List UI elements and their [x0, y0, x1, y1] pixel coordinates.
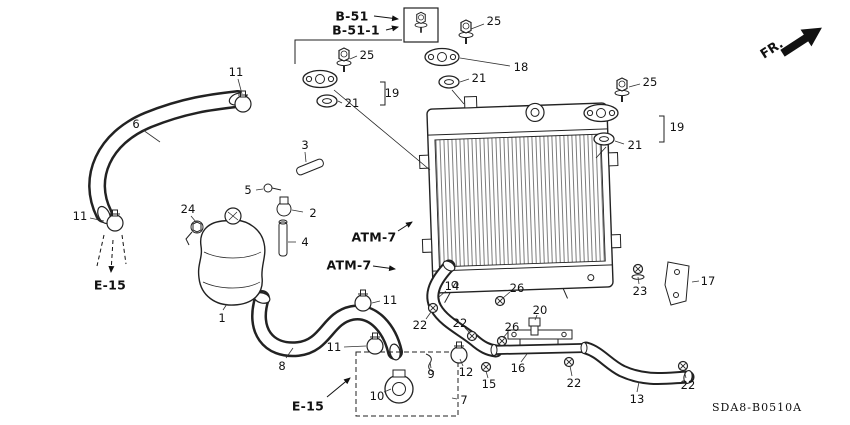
overflow-tube: [278, 219, 288, 257]
fr-arrow-icon: [780, 27, 822, 57]
leader-line: [285, 347, 294, 359]
leader-line: [142, 129, 161, 143]
leader-line: [371, 300, 381, 304]
leader-line: [337, 100, 343, 104]
mount-plate-icon: [302, 69, 338, 89]
flange-bolt-icon: [458, 19, 474, 45]
hose-clamp-icon: [450, 341, 468, 364]
flange-bolt-icon: [336, 47, 352, 73]
grommet-icon: [438, 75, 460, 89]
leader-line: [459, 358, 464, 367]
leader-line: [459, 57, 511, 67]
mount-plate-icon: [583, 103, 619, 123]
thermostat-icon: [384, 369, 414, 404]
leader-line: [683, 369, 687, 379]
leader-line: [485, 370, 489, 379]
outlet-hose: [579, 341, 695, 386]
leader-line: [438, 290, 447, 298]
leader-line: [569, 365, 573, 377]
grommet-icon: [316, 94, 338, 108]
joint-fitting: [528, 317, 541, 336]
leader-line: [636, 381, 640, 393]
leader-line: [425, 311, 432, 320]
leader-line: [190, 215, 197, 223]
leader-line: [520, 353, 528, 363]
flange-bolt-icon: [614, 77, 630, 103]
inlet-hose: [426, 259, 503, 358]
radiator: [418, 95, 622, 303]
mount-set-middle: [424, 19, 474, 105]
leader-line: [222, 303, 228, 311]
small-bolt-icon: [466, 330, 478, 342]
leader-line: [637, 276, 640, 285]
bracket-17: [664, 261, 690, 306]
leader-line: [470, 23, 485, 30]
leader-line: [691, 280, 700, 283]
thermostat-box: [355, 351, 459, 417]
lower-hose: [251, 290, 403, 361]
mount-set-left: [302, 47, 431, 171]
leader-lines: [89, 23, 700, 400]
leader-line: [383, 388, 392, 393]
small-bolt-icon: [427, 302, 439, 314]
upper-hose: [88, 90, 248, 225]
leader-line: [628, 83, 641, 88]
leader-line: [464, 327, 471, 334]
leader-line: [89, 217, 105, 222]
grommet-icon: [593, 132, 615, 146]
leader-line: [237, 78, 243, 95]
leader-line: [343, 345, 367, 348]
bolt-5: [263, 183, 282, 193]
leader-line: [451, 397, 458, 400]
leader-line: [534, 314, 538, 321]
leader-line: [429, 361, 432, 369]
leader-line: [614, 140, 625, 145]
leader-line: [304, 151, 307, 163]
reference-arrows: [96, 221, 413, 398]
tank-sensor: [185, 220, 204, 246]
b51-callout: [294, 7, 439, 64]
leader-line: [349, 55, 358, 60]
reserve-tank: [197, 207, 266, 306]
radiator-cap-icon: [525, 102, 545, 123]
leader-line: [502, 291, 511, 299]
small-bolt-icon: [480, 361, 492, 373]
tank-joint: [276, 196, 292, 217]
connecting-pipe: [296, 158, 324, 176]
leader-line: [502, 331, 509, 339]
small-bolt-icon: [563, 356, 575, 368]
diagram-code: SDA8-B0510A: [712, 401, 803, 414]
small-bolt-icon: [677, 360, 689, 372]
small-bolt-icon: [496, 335, 508, 347]
mount-plate-icon: [424, 47, 460, 67]
leader-line: [459, 78, 470, 83]
hose-clamp-icon: [354, 289, 372, 312]
water-pipe: [490, 329, 588, 356]
leader-line: [291, 209, 304, 213]
mount-set-right: [583, 77, 665, 159]
leader-line: [255, 188, 264, 191]
